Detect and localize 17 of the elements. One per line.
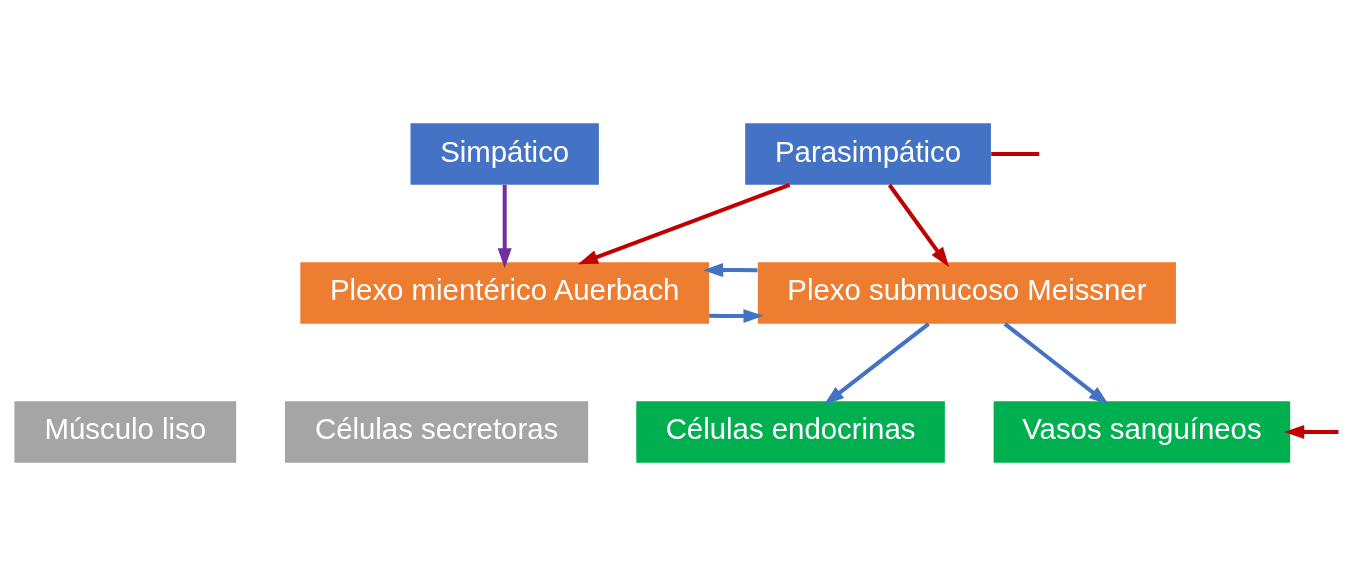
node-box: Células endocrinas [636,401,945,463]
node-box: Plexo submucoso Meissner [757,262,1176,324]
arrow [709,309,764,324]
node-box: Células secretoras [284,401,589,463]
node-box: Simpático [410,123,599,185]
arrow [1284,424,1339,439]
arrow [497,184,512,269]
node-box: Vasos sanguíneos [993,401,1291,463]
arrow [577,182,791,265]
connector [991,152,1040,157]
arrow [823,322,930,405]
node-box: Músculo liso [14,401,237,463]
arrow [887,183,950,268]
node-box: Parasimpático [745,123,991,185]
arrow [703,262,758,278]
node-box: Plexo mientérico Auerbach [300,262,710,324]
arrow [1003,322,1109,405]
